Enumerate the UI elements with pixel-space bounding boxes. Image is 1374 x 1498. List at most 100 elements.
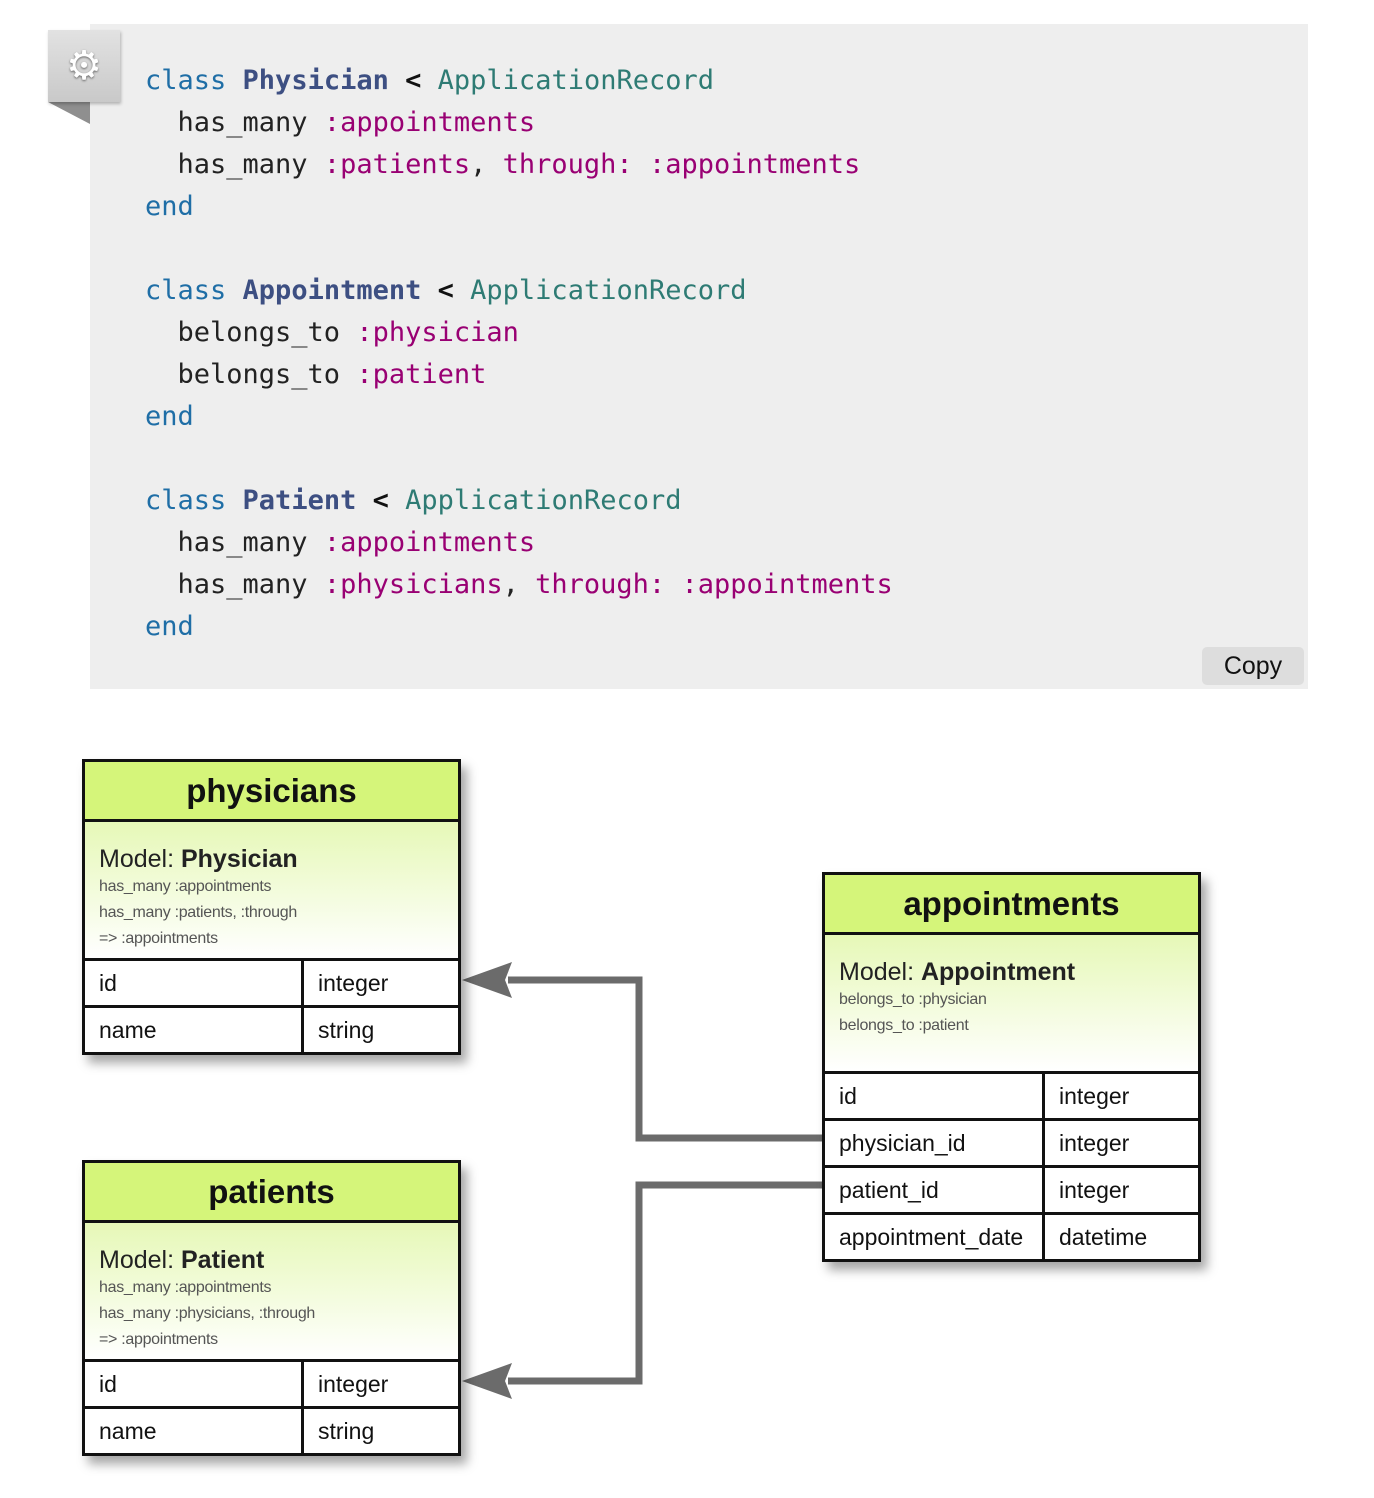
model-label: Model: Patient bbox=[99, 1245, 444, 1275]
code-text: belongs_to bbox=[145, 359, 357, 390]
code-text bbox=[226, 485, 242, 516]
code-class-name: Physician bbox=[242, 65, 389, 96]
code-text: has_many bbox=[145, 527, 324, 558]
column-row: name string bbox=[85, 1406, 458, 1453]
code-options-button[interactable]: ⚙ bbox=[48, 30, 120, 102]
column-type: integer bbox=[1059, 1129, 1130, 1156]
code-keyword: end bbox=[145, 611, 194, 642]
association: has_many :appointments bbox=[99, 1279, 272, 1296]
code-text: has_many bbox=[145, 107, 324, 138]
table-title: physicians bbox=[85, 762, 458, 822]
column-name: appointment_date bbox=[825, 1215, 1045, 1259]
column-name: id bbox=[825, 1074, 1045, 1118]
code-text bbox=[226, 275, 242, 306]
column-type: integer bbox=[318, 969, 389, 996]
table-title: appointments bbox=[825, 875, 1198, 935]
diagram-connectors bbox=[462, 962, 822, 1399]
code-text: has_many bbox=[145, 149, 324, 180]
code-operator: < bbox=[372, 485, 389, 516]
column-name: patient_id bbox=[825, 1168, 1045, 1212]
column-name: name bbox=[85, 1008, 304, 1052]
association: has_many :patients, :through bbox=[99, 904, 297, 921]
code-block: class Physician < ApplicationRecord has_… bbox=[90, 24, 1308, 689]
model-name: Appointment bbox=[920, 958, 1076, 986]
table-physicians: physicians Model: Physician has_many :ap… bbox=[82, 759, 461, 1055]
column-row: patient_id integer bbox=[825, 1165, 1198, 1212]
code-line: has_many :physicians, through: :appointm… bbox=[145, 564, 893, 606]
column-row: appointment_date datetime bbox=[825, 1212, 1198, 1259]
model-info: Model: Physician has_many :appointments … bbox=[85, 822, 458, 961]
column-type: string bbox=[318, 1417, 375, 1444]
code-line bbox=[145, 228, 893, 270]
code-operator: < bbox=[405, 65, 422, 96]
code-text bbox=[454, 275, 470, 306]
code-symbol: :appointments bbox=[648, 149, 861, 180]
code-class-name: Appointment bbox=[242, 275, 422, 306]
code-keyword: class bbox=[145, 65, 227, 96]
code-line: class Physician < ApplicationRecord bbox=[145, 60, 893, 102]
association: has_many :appointments bbox=[99, 878, 272, 895]
code-superclass: ApplicationRecord bbox=[437, 65, 714, 96]
code-line: end bbox=[145, 186, 893, 228]
code-text bbox=[389, 65, 405, 96]
code-listing: class Physician < ApplicationRecord has_… bbox=[145, 60, 893, 648]
table-title: patients bbox=[85, 1163, 458, 1223]
code-line: belongs_to :physician bbox=[145, 312, 893, 354]
column-row: id integer bbox=[825, 1074, 1198, 1118]
code-superclass: ApplicationRecord bbox=[405, 485, 682, 516]
code-text bbox=[633, 149, 649, 180]
connector-patient bbox=[462, 1181, 822, 1399]
code-symbol: :patients bbox=[323, 149, 471, 180]
association: has_many :physicians, :through bbox=[99, 1305, 316, 1322]
column-name: physician_id bbox=[825, 1121, 1045, 1165]
code-symbol: :appointments bbox=[681, 569, 893, 600]
code-operator: < bbox=[437, 275, 454, 306]
code-text bbox=[356, 485, 372, 516]
connector-line-patient bbox=[508, 1181, 822, 1385]
code-text: has_many bbox=[145, 569, 324, 600]
association: belongs_to :patient bbox=[839, 1017, 969, 1034]
code-keyword: class bbox=[145, 275, 227, 306]
column-type: string bbox=[318, 1016, 375, 1043]
code-text bbox=[665, 569, 681, 600]
column-type: integer bbox=[1059, 1176, 1130, 1203]
badge-fold bbox=[48, 102, 90, 124]
er-diagram: physicians Model: Physician has_many :ap… bbox=[0, 700, 1374, 1498]
association: => :appointments bbox=[99, 930, 218, 947]
column-name: id bbox=[85, 1362, 304, 1406]
code-text bbox=[421, 65, 437, 96]
code-line: belongs_to :patient bbox=[145, 354, 893, 396]
code-symbol: :physician bbox=[356, 317, 519, 348]
column-name: id bbox=[85, 961, 304, 1005]
code-line: has_many :appointments bbox=[145, 522, 893, 564]
code-symbol: through: bbox=[535, 569, 666, 600]
code-line: end bbox=[145, 606, 893, 648]
code-keyword: end bbox=[145, 191, 194, 222]
column-type: integer bbox=[318, 1370, 389, 1397]
connector-line-physician bbox=[508, 976, 822, 1142]
code-line: class Appointment < ApplicationRecord bbox=[145, 270, 893, 312]
model-prefix: Model: bbox=[839, 958, 921, 986]
code-text: , bbox=[470, 149, 503, 180]
code-symbol: :physicians bbox=[323, 569, 503, 600]
association: belongs_to :physician bbox=[839, 991, 987, 1008]
gear-icon: ⚙ bbox=[66, 43, 102, 89]
column-row: name string bbox=[85, 1005, 458, 1052]
code-text: , bbox=[502, 569, 536, 600]
model-info: Model: Appointment belongs_to :physician… bbox=[825, 935, 1198, 1074]
column-row: id integer bbox=[85, 1362, 458, 1406]
model-info: Model: Patient has_many :appointments ha… bbox=[85, 1223, 458, 1362]
code-class-name: Patient bbox=[242, 485, 357, 516]
code-symbol: through: bbox=[502, 149, 633, 180]
column-row: physician_id integer bbox=[825, 1118, 1198, 1165]
column-row: id integer bbox=[85, 961, 458, 1005]
code-keyword: class bbox=[145, 485, 227, 516]
association: => :appointments bbox=[99, 1331, 218, 1348]
code-text bbox=[421, 275, 437, 306]
copy-button[interactable]: Copy bbox=[1202, 647, 1304, 685]
code-superclass: ApplicationRecord bbox=[470, 275, 747, 306]
connector-physician bbox=[462, 962, 822, 1142]
code-symbol: :appointments bbox=[323, 527, 536, 558]
code-text: belongs_to bbox=[145, 317, 357, 348]
code-text bbox=[389, 485, 405, 516]
